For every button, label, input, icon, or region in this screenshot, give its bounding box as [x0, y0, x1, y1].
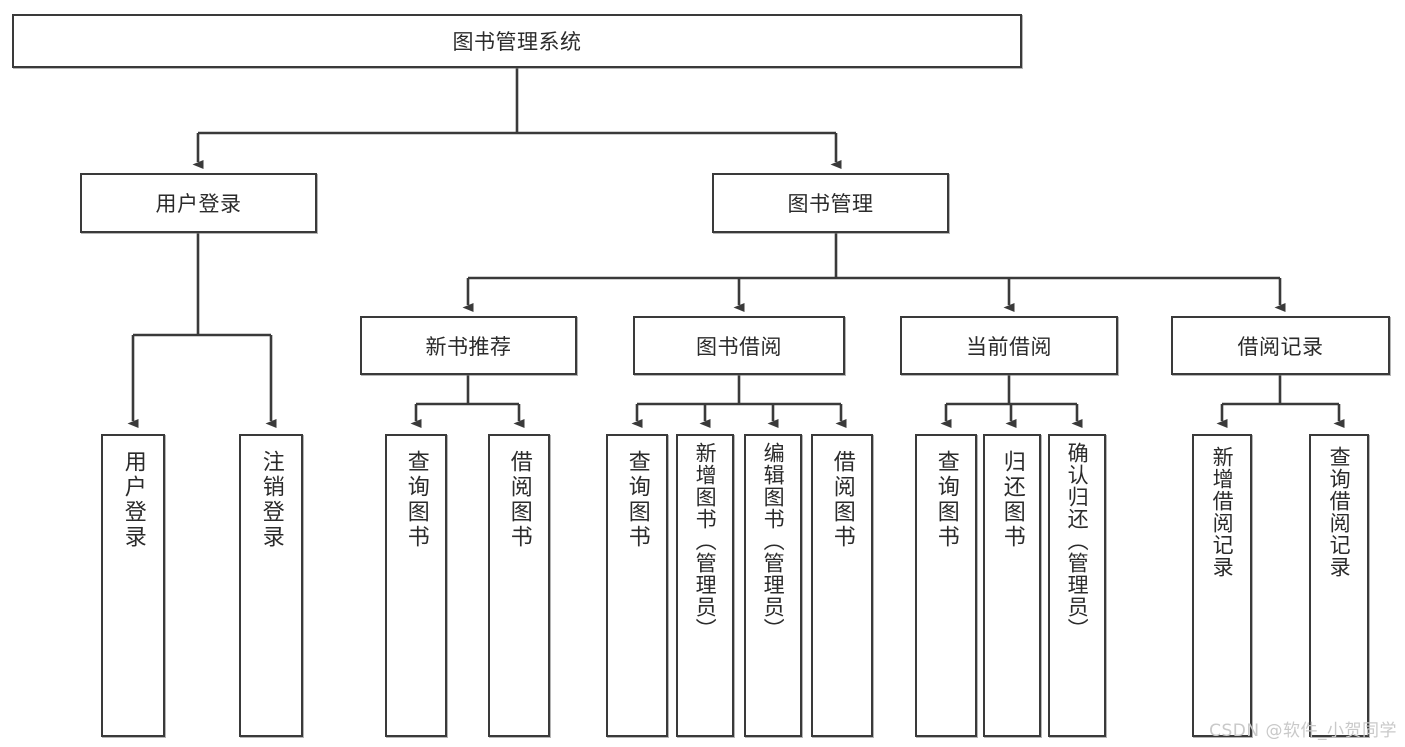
- node-leaf-borrow-book-1[interactable]: 借阅图书: [488, 434, 550, 737]
- node-new-book-recommend-label: 新书推荐: [425, 334, 512, 359]
- node-book-borrow-label: 图书借阅: [696, 334, 782, 359]
- node-leaf-query-book-2[interactable]: 查询图书: [606, 434, 668, 737]
- node-leaf-add-record-label: 新增借阅记录: [1210, 446, 1235, 578]
- node-leaf-add-record[interactable]: 新增借阅记录: [1192, 434, 1252, 737]
- node-leaf-return-book[interactable]: 归还图书: [983, 434, 1041, 737]
- node-user-login-label: 用户登录: [155, 192, 242, 216]
- node-borrow-record-label: 借阅记录: [1237, 334, 1324, 359]
- node-leaf-borrow-book-1-label: 借阅图书: [506, 450, 532, 550]
- node-leaf-user-login-label: 用户登录: [120, 450, 146, 550]
- node-current-borrow[interactable]: 当前借阅: [900, 316, 1118, 375]
- node-leaf-add-book-label: 新增图书（管理员）: [693, 442, 718, 640]
- node-leaf-query-book-1-label: 查询图书: [403, 450, 429, 550]
- node-leaf-logout-login[interactable]: 注销登录: [239, 434, 303, 737]
- node-leaf-edit-book[interactable]: 编辑图书（管理员）: [744, 434, 802, 737]
- node-leaf-confirm-return[interactable]: 确认归还（管理员）: [1048, 434, 1106, 737]
- node-leaf-edit-book-label: 编辑图书（管理员）: [761, 442, 786, 640]
- node-book-management[interactable]: 图书管理: [712, 173, 949, 233]
- node-root-label: 图书管理系统: [452, 30, 582, 54]
- node-leaf-query-record[interactable]: 查询借阅记录: [1309, 434, 1369, 737]
- node-leaf-confirm-return-label: 确认归还（管理员）: [1065, 442, 1090, 640]
- node-leaf-add-book[interactable]: 新增图书（管理员）: [676, 434, 734, 737]
- node-book-borrow[interactable]: 图书借阅: [633, 316, 845, 375]
- node-leaf-query-record-label: 查询借阅记录: [1327, 446, 1352, 578]
- node-leaf-query-book-3-label: 查询图书: [933, 450, 959, 550]
- node-leaf-query-book-1[interactable]: 查询图书: [385, 434, 447, 737]
- node-user-login[interactable]: 用户登录: [80, 173, 317, 233]
- node-leaf-return-book-label: 归还图书: [999, 450, 1025, 550]
- node-root[interactable]: 图书管理系统: [12, 14, 1022, 68]
- node-leaf-query-book-2-label: 查询图书: [624, 450, 650, 550]
- node-book-management-label: 图书管理: [787, 192, 874, 216]
- node-leaf-borrow-book-2-label: 借阅图书: [829, 450, 855, 550]
- node-leaf-borrow-book-2[interactable]: 借阅图书: [811, 434, 873, 737]
- node-borrow-record[interactable]: 借阅记录: [1171, 316, 1390, 375]
- watermark: CSDN @软件_小贺同学: [1209, 721, 1397, 741]
- node-new-book-recommend[interactable]: 新书推荐: [360, 316, 577, 375]
- node-leaf-logout-login-label: 注销登录: [258, 450, 284, 550]
- node-current-borrow-label: 当前借阅: [966, 334, 1052, 359]
- node-leaf-query-book-3[interactable]: 查询图书: [915, 434, 977, 737]
- node-leaf-user-login[interactable]: 用户登录: [101, 434, 165, 737]
